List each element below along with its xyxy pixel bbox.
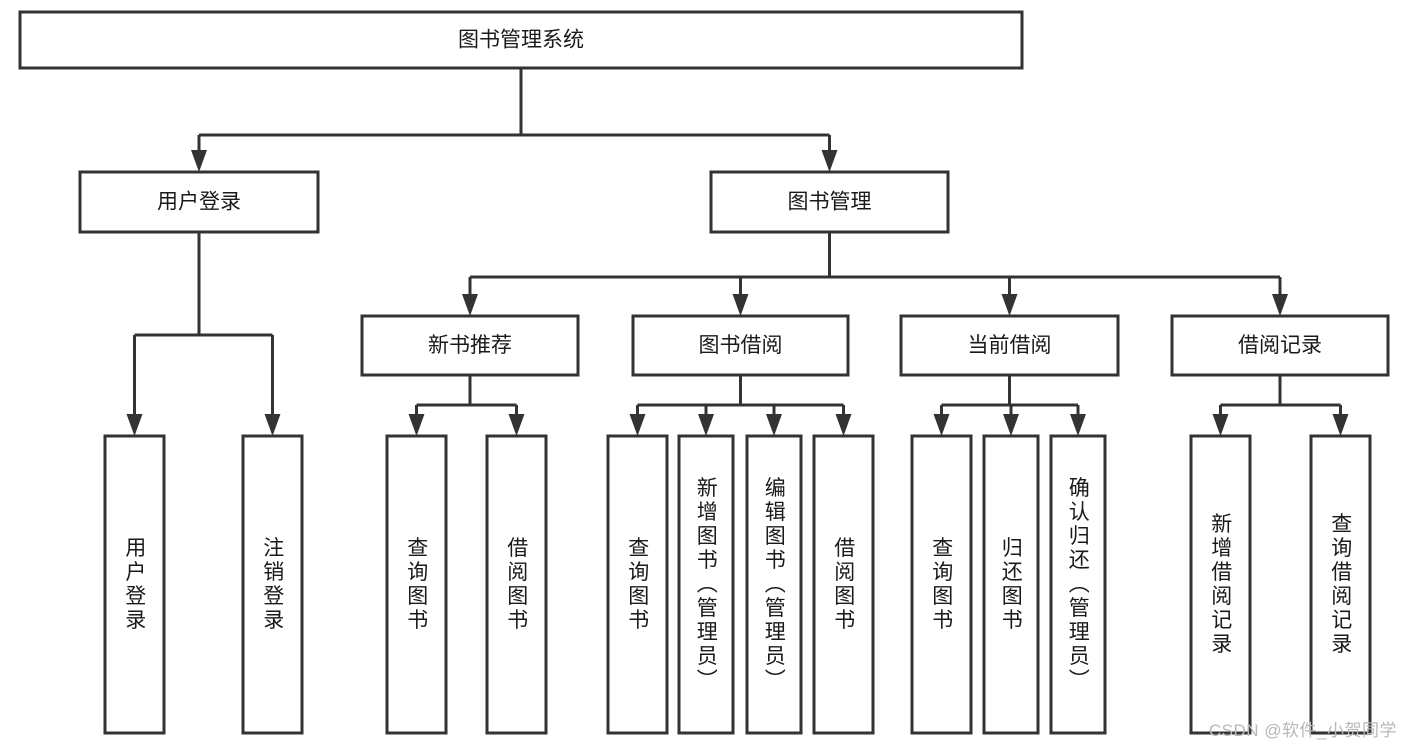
connector-group-book-borrow <box>629 375 852 436</box>
node-box-book-borrow[interactable] <box>631 314 850 377</box>
connector-group-book-manage <box>462 232 1288 316</box>
node-box-leaf-query-book-bw[interactable] <box>606 434 669 735</box>
node-leaf-query-book-rec[interactable]: 查询图书 <box>385 434 448 735</box>
node-label-user-login: 用户登录 <box>157 191 241 214</box>
node-book-borrow[interactable]: 图书借阅 <box>631 314 850 377</box>
node-leaf-query-book-bw[interactable]: 查询图书 <box>606 434 669 735</box>
node-label-new-book-rec: 新书推荐 <box>428 334 512 357</box>
connector-group-current-borrow <box>933 375 1086 436</box>
node-box-leaf-query-record[interactable] <box>1309 434 1372 735</box>
node-leaf-logout[interactable]: 注销登录 <box>241 434 304 735</box>
node-leaf-borrow-book-bw[interactable]: 借阅图书 <box>812 434 875 735</box>
node-box-current-borrow[interactable] <box>899 314 1120 377</box>
node-root[interactable]: 图书管理系统 <box>18 10 1024 70</box>
node-leaf-edit-book[interactable]: 编辑图书（管理员） <box>745 434 803 735</box>
node-leaf-confirm-return[interactable]: 确认归还（管理员） <box>1049 434 1107 735</box>
node-label-leaf-add-record: 新增借阅记录 <box>1209 513 1233 657</box>
node-label-root: 图书管理系统 <box>458 29 584 52</box>
connector-group-root <box>191 68 838 172</box>
node-label-leaf-user-login: 用户登录 <box>123 537 147 633</box>
connector-group-user-login <box>126 232 281 436</box>
node-borrow-record[interactable]: 借阅记录 <box>1170 314 1390 377</box>
node-box-borrow-record[interactable] <box>1170 314 1390 377</box>
node-box-new-book-rec[interactable] <box>360 314 580 377</box>
node-user-login[interactable]: 用户登录 <box>78 170 320 234</box>
node-leaf-query-record[interactable]: 查询借阅记录 <box>1309 434 1372 735</box>
node-book-manage[interactable]: 图书管理 <box>709 170 950 234</box>
node-label-leaf-query-book-bw: 查询图书 <box>626 537 650 633</box>
node-box-leaf-query-book-rec[interactable] <box>385 434 448 735</box>
node-new-book-rec[interactable]: 新书推荐 <box>360 314 580 377</box>
node-leaf-return-book[interactable]: 归还图书 <box>982 434 1040 735</box>
node-label-leaf-query-record: 查询借阅记录 <box>1329 513 1353 657</box>
node-box-user-login[interactable] <box>78 170 320 234</box>
node-label-book-manage: 图书管理 <box>788 191 872 214</box>
node-leaf-borrow-book-rec[interactable]: 借阅图书 <box>485 434 548 735</box>
connector-group-borrow-record <box>1212 375 1349 436</box>
node-box-leaf-user-login[interactable] <box>103 434 166 735</box>
node-box-leaf-logout[interactable] <box>241 434 304 735</box>
node-label-book-borrow: 图书借阅 <box>699 334 783 357</box>
csdn-watermark: CSDN @软件_小贺同学 <box>1208 721 1397 740</box>
node-box-book-manage[interactable] <box>709 170 950 234</box>
connector-layer <box>126 68 1349 436</box>
node-box-leaf-confirm-return[interactable] <box>1049 434 1107 735</box>
node-label-leaf-query-book-rec: 查询图书 <box>405 537 429 633</box>
node-box-leaf-edit-book[interactable] <box>745 434 803 735</box>
node-label-leaf-borrow-book-rec: 借阅图书 <box>505 537 529 633</box>
node-box-root[interactable] <box>18 10 1024 70</box>
node-box-leaf-query-book-cb[interactable] <box>910 434 973 735</box>
node-leaf-query-book-cb[interactable]: 查询图书 <box>910 434 973 735</box>
node-label-leaf-query-book-cb: 查询图书 <box>930 537 954 633</box>
node-label-current-borrow: 当前借阅 <box>968 334 1052 357</box>
node-layer: 图书管理系统用户登录图书管理新书推荐图书借阅当前借阅借阅记录用户登录注销登录查询… <box>18 10 1390 735</box>
node-box-leaf-add-record[interactable] <box>1189 434 1252 735</box>
node-box-leaf-add-book[interactable] <box>677 434 735 735</box>
node-label-leaf-borrow-book-bw: 借阅图书 <box>832 537 856 633</box>
node-label-leaf-edit-book: 编辑图书（管理员） <box>762 477 786 693</box>
node-label-leaf-return-book: 归还图书 <box>999 537 1023 633</box>
node-current-borrow[interactable]: 当前借阅 <box>899 314 1120 377</box>
node-leaf-user-login[interactable]: 用户登录 <box>103 434 166 735</box>
node-box-leaf-borrow-book-bw[interactable] <box>812 434 875 735</box>
connector-group-new-book-rec <box>408 375 525 436</box>
node-label-borrow-record: 借阅记录 <box>1238 334 1322 357</box>
node-label-leaf-confirm-return: 确认归还（管理员） <box>1066 477 1090 693</box>
node-box-leaf-return-book[interactable] <box>982 434 1040 735</box>
node-box-leaf-borrow-book-rec[interactable] <box>485 434 548 735</box>
node-label-leaf-add-book: 新增图书（管理员） <box>694 477 718 693</box>
node-leaf-add-book[interactable]: 新增图书（管理员） <box>677 434 735 735</box>
node-label-leaf-logout: 注销登录 <box>261 537 285 633</box>
node-leaf-add-record[interactable]: 新增借阅记录 <box>1189 434 1252 735</box>
